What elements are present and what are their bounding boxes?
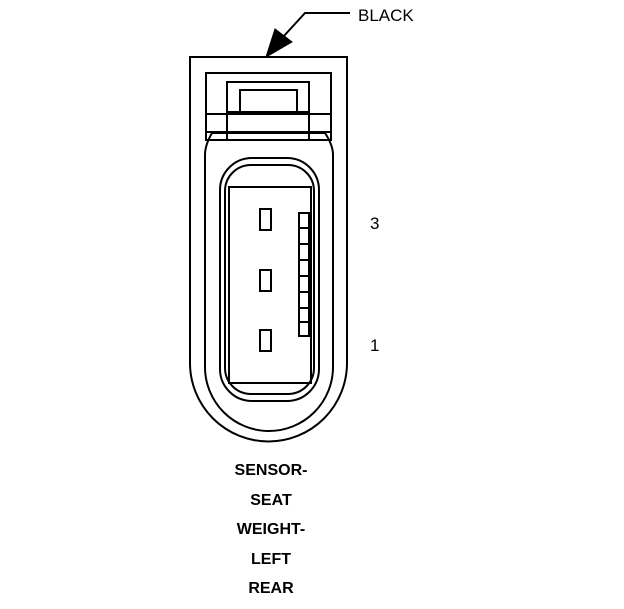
terminal-cavity-1 — [259, 329, 272, 352]
connector-caption: SENSOR- SEAT WEIGHT- LEFT REAR — [171, 461, 371, 609]
color-leader-line — [282, 12, 350, 38]
color-leader-arrowhead — [265, 28, 293, 59]
terminal-cavity-3 — [259, 208, 272, 231]
caption-line: SENSOR- — [234, 462, 308, 479]
latch-inner — [239, 89, 298, 113]
caption-line: WEIGHT- — [236, 521, 306, 538]
caption-line: REAR — [248, 580, 294, 597]
latch-outer — [205, 72, 332, 141]
pin-number-label-1: 1 — [370, 336, 380, 355]
caption-line: SEAT — [250, 491, 292, 509]
connector-inner-ring — [204, 132, 334, 432]
pin-number-label-3: 3 — [370, 214, 380, 233]
cavity-middle — [224, 164, 315, 395]
terminal-cavity-2 — [259, 269, 272, 292]
cavity-outer — [219, 157, 320, 402]
connector-color-label: BLACK — [358, 6, 414, 25]
caption-line: LEFT — [251, 550, 291, 568]
keying-strip — [298, 212, 310, 337]
pin-block — [228, 186, 312, 384]
connector-outer-housing — [189, 56, 348, 443]
